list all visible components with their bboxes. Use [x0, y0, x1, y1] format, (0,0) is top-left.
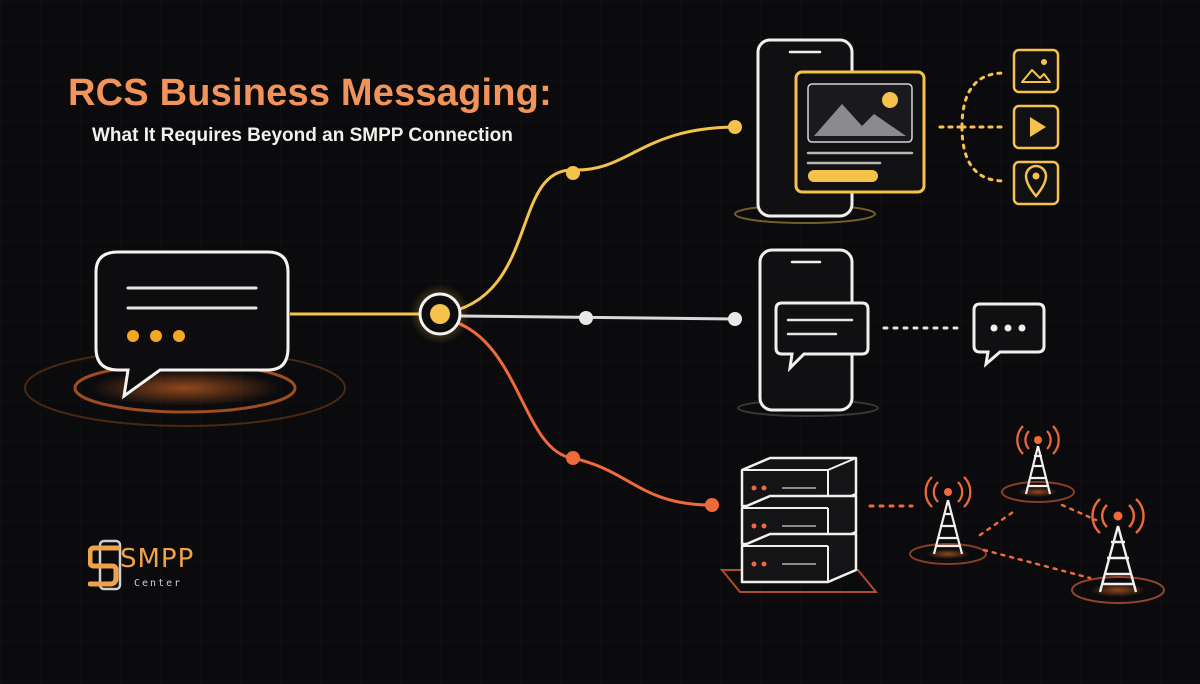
brand-logo: SMPP Center: [88, 538, 228, 598]
media-branch-bottom: [960, 125, 1006, 183]
node-sms-mid: [579, 311, 593, 325]
server-unit-1: [740, 456, 858, 508]
typing-bubble-icon: [972, 302, 1046, 368]
typing-dot-1: [127, 330, 139, 342]
typing-dot-3: [173, 330, 185, 342]
play-icon: [1012, 104, 1060, 150]
source-glow-fill: [90, 370, 280, 406]
rcs-media-branches: [938, 48, 1060, 206]
sms-phone-group: [737, 248, 1046, 417]
typing-dot-2: [150, 330, 162, 342]
location-pin-icon: [1012, 160, 1060, 206]
image-icon: [1012, 48, 1060, 94]
link-tower-1-to-tower-3: [982, 548, 1092, 580]
connector-sms-branch: [459, 314, 736, 321]
link-tower-2-to-tower-3: [1060, 503, 1098, 522]
server-unit-2: [740, 494, 858, 546]
node-sms-end: [728, 312, 742, 326]
link-tower-1-to-tower-2: [978, 508, 1018, 537]
node-network-mid: [566, 451, 580, 465]
hub-node-icon: [410, 284, 470, 344]
logo-tagline: Center: [134, 578, 183, 589]
cell-tower-icon: [909, 476, 987, 565]
source-chat-bubble: [24, 250, 346, 427]
node-rcs-end: [728, 120, 742, 134]
cell-tower-icon: [1071, 498, 1165, 604]
logo-wordmark: SMPP: [120, 544, 195, 574]
tower-links: [868, 503, 1098, 580]
server-stack-icon: [719, 456, 879, 593]
page-title: RCS Business Messaging:: [68, 72, 552, 114]
node-network-end: [705, 498, 719, 512]
rich-card-sun-icon: [882, 92, 898, 108]
cell-tower-icon: [1001, 425, 1075, 503]
rich-card-action-button: [808, 170, 878, 182]
page-subtitle: What It Requires Beyond an SMPP Connecti…: [92, 125, 513, 146]
node-rcs-mid: [566, 166, 580, 180]
rich-card-mountain-icon: [814, 104, 906, 136]
media-branch-top: [960, 71, 1006, 129]
connectors: [290, 120, 742, 512]
server-unit-3: [740, 532, 858, 584]
phone-logo-icon: [88, 539, 122, 591]
rcs-phone-group: [734, 38, 926, 224]
